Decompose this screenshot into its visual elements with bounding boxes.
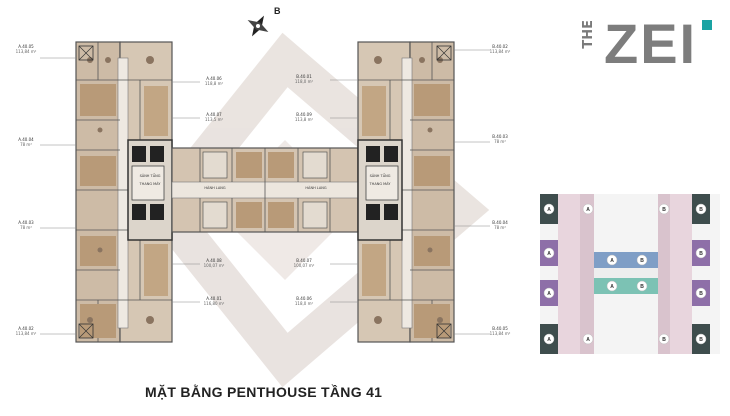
unit-area: 118,0 m² [294, 301, 314, 306]
unit-code: B.40.04 [492, 220, 508, 225]
logo-the: THE [581, 20, 596, 49]
compass-letter: B [274, 6, 281, 16]
unit-code: A.40.08 [206, 258, 222, 263]
unit-code: A.40.02 [18, 326, 34, 331]
mini-map-labels: A A A A A A A A B B B B B B B B [547, 207, 703, 343]
corridor-label-left: HÀNH LANG [204, 186, 226, 190]
unit-area: 118,0 m² [294, 79, 314, 84]
mini-map-label: B [699, 251, 703, 257]
unit-callout-a4001: A.40.01 116,80 m² [200, 296, 228, 306]
unit-callout-a4007: A.40.07 113,5 m² [200, 112, 228, 122]
unit-area: 118,8 m² [204, 81, 224, 86]
leader-lines [40, 49, 490, 335]
the-zei-logo: THE ZEI [581, 12, 722, 78]
logo-zei: ZEI [604, 12, 698, 75]
unit-code: A.40.04 [18, 137, 34, 142]
unit-area: 78 m² [20, 142, 32, 147]
unit-callout-a4002: A.40.02 113,84 m² [12, 326, 40, 336]
lobby-label-left: SẢNH TẦNG [139, 174, 161, 178]
unit-code: B.40.05 [492, 326, 508, 331]
mini-map-label: A [547, 337, 551, 343]
mini-map-label: A [586, 207, 590, 213]
mini-map-label: A [547, 207, 551, 213]
unit-area: 113,84 m² [489, 49, 511, 54]
unit-area: 100,07 m² [203, 263, 225, 268]
logo-the-text: THE [581, 20, 596, 49]
mini-map-label: A [586, 337, 590, 343]
mini-map-label: A [547, 291, 551, 297]
unit-code: A.40.05 [18, 44, 34, 49]
unit-callout-b4003: B.40.03 78 m² [486, 134, 514, 144]
unit-area: 113,84 m² [15, 331, 37, 336]
corridor-label-right: HÀNH LANG [305, 186, 327, 190]
unit-code: B.40.09 [296, 112, 312, 117]
unit-area: 100,07 m² [293, 263, 315, 268]
mini-map-label: A [610, 284, 614, 290]
unit-code: A.40.07 [206, 112, 222, 117]
unit-callout-a4004: A.40.04 78 m² [12, 137, 40, 147]
unit-callout-a4003: A.40.03 78 m² [12, 220, 40, 230]
mini-map-label: A [610, 258, 614, 264]
mini-map-label: B [699, 291, 703, 297]
unit-callout-a4008: A.40.08 100,07 m² [200, 258, 228, 268]
unit-callout-b4001: B.40.01 118,0 m² [290, 74, 318, 84]
unit-code: B.40.02 [492, 44, 508, 49]
unit-area: 113,84 m² [489, 331, 511, 336]
unit-callout-b4007: B.40.07 100,07 m² [290, 258, 318, 268]
logo-accent-square [702, 20, 712, 30]
unit-callout-b4009: B.40.09 113,8 m² [290, 112, 318, 122]
unit-callout-b4002: B.40.02 113,84 m² [486, 44, 514, 54]
right-tower [357, 41, 455, 343]
elevator-label-left: THANG MÁY [139, 182, 161, 186]
unit-code: B.40.07 [296, 258, 312, 263]
elevator-label-right: THANG MÁY [369, 182, 391, 186]
unit-area: 116,80 m² [203, 301, 225, 306]
unit-area: 113,84 m² [15, 49, 37, 54]
unit-code: B.40.03 [492, 134, 508, 139]
left-tower [75, 41, 173, 343]
page-title: MẶT BẰNG PENTHOUSE TẦNG 41 [145, 384, 383, 400]
mini-map-label: B [640, 258, 644, 264]
mini-map-label: A [547, 251, 551, 257]
unit-area: 78 m² [20, 225, 32, 230]
unit-code: A.40.03 [18, 220, 34, 225]
lobby-label-right: SẢNH TẦNG [369, 174, 391, 178]
unit-code: B.40.06 [296, 296, 312, 301]
unit-area: 113,8 m² [294, 117, 314, 122]
compass-icon [247, 15, 269, 37]
center-link [171, 147, 359, 233]
unit-area: 78 m² [494, 139, 506, 144]
mini-map-label: B [662, 207, 666, 213]
unit-callout-b4006: B.40.06 118,0 m² [290, 296, 318, 306]
unit-area: 113,5 m² [204, 117, 224, 122]
unit-callout-a4005: A.40.05 113,84 m² [12, 44, 40, 54]
unit-callout-a4006: A.40.06 118,8 m² [200, 76, 228, 86]
unit-code: A.40.01 [206, 296, 222, 301]
unit-callout-b4005: B.40.05 113,84 m² [486, 326, 514, 336]
mini-map-label: B [699, 337, 703, 343]
mini-map-label: B [662, 337, 666, 343]
unit-code: A.40.06 [206, 76, 222, 81]
unit-code: B.40.01 [296, 74, 312, 79]
mini-map-label: B [699, 207, 703, 213]
unit-callout-b4004: B.40.04 78 m² [486, 220, 514, 230]
unit-area: 78 m² [494, 225, 506, 230]
mini-key-map [540, 194, 720, 354]
mini-map-label: B [640, 284, 644, 290]
